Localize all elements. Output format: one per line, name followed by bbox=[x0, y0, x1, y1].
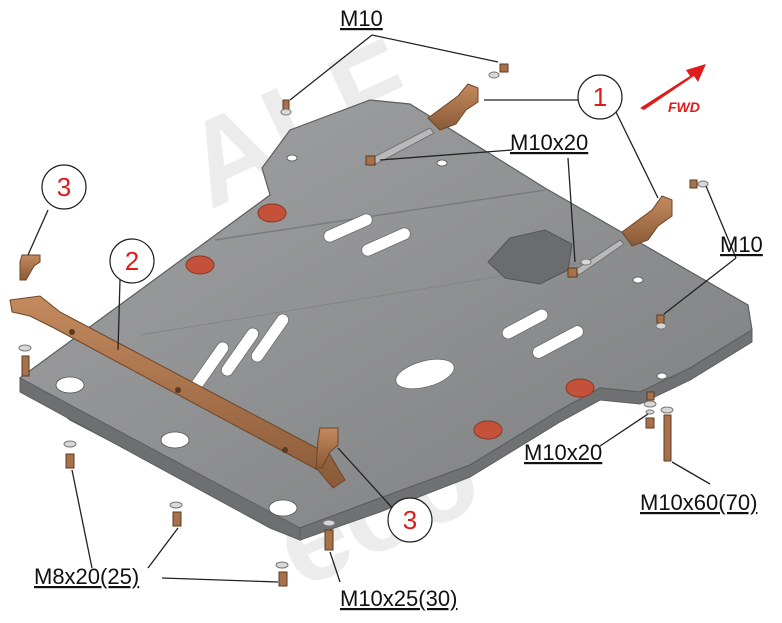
small-bracket-left bbox=[19, 254, 41, 281]
callout-3-left-number: 3 bbox=[57, 172, 71, 202]
callout-2-number: 2 bbox=[125, 246, 139, 276]
small-bracket-right bbox=[315, 427, 339, 469]
skid-plate bbox=[19, 99, 753, 541]
fwd-text: FWD bbox=[668, 99, 700, 115]
label-m10x25: M10x25(30) bbox=[340, 586, 457, 611]
cross-bar bbox=[9, 295, 346, 489]
vent-slots bbox=[190, 213, 584, 391]
callout-1: 1 bbox=[577, 74, 623, 120]
fasteners bbox=[18, 63, 709, 587]
callout-3-bottom-number: 3 bbox=[403, 505, 417, 535]
bolt bbox=[499, 63, 509, 73]
callout-2: 2 bbox=[109, 238, 155, 284]
label-m10-top: M10 bbox=[340, 6, 383, 31]
label-m10-right: M10 bbox=[720, 232, 763, 257]
callout-1-number: 1 bbox=[593, 82, 607, 112]
front-bracket-top bbox=[427, 83, 479, 131]
callout-3-bottom: 3 bbox=[387, 497, 433, 543]
mount-holes bbox=[55, 154, 668, 517]
callout-3-left: 3 bbox=[41, 164, 87, 210]
fwd-indicator: FWD bbox=[640, 64, 706, 115]
raised-panel bbox=[487, 229, 573, 285]
label-m8x20: M8x20(25) bbox=[34, 564, 139, 589]
fwd-arrow-icon bbox=[640, 64, 706, 110]
drain-plugs bbox=[185, 203, 595, 440]
label-m10x60: M10x60(70) bbox=[640, 490, 757, 515]
front-bracket-right bbox=[621, 195, 673, 247]
label-m10x20-right: M10x20 bbox=[524, 440, 602, 465]
leader-lines bbox=[27, 34, 737, 583]
label-m10x20-top: M10x20 bbox=[510, 130, 588, 155]
